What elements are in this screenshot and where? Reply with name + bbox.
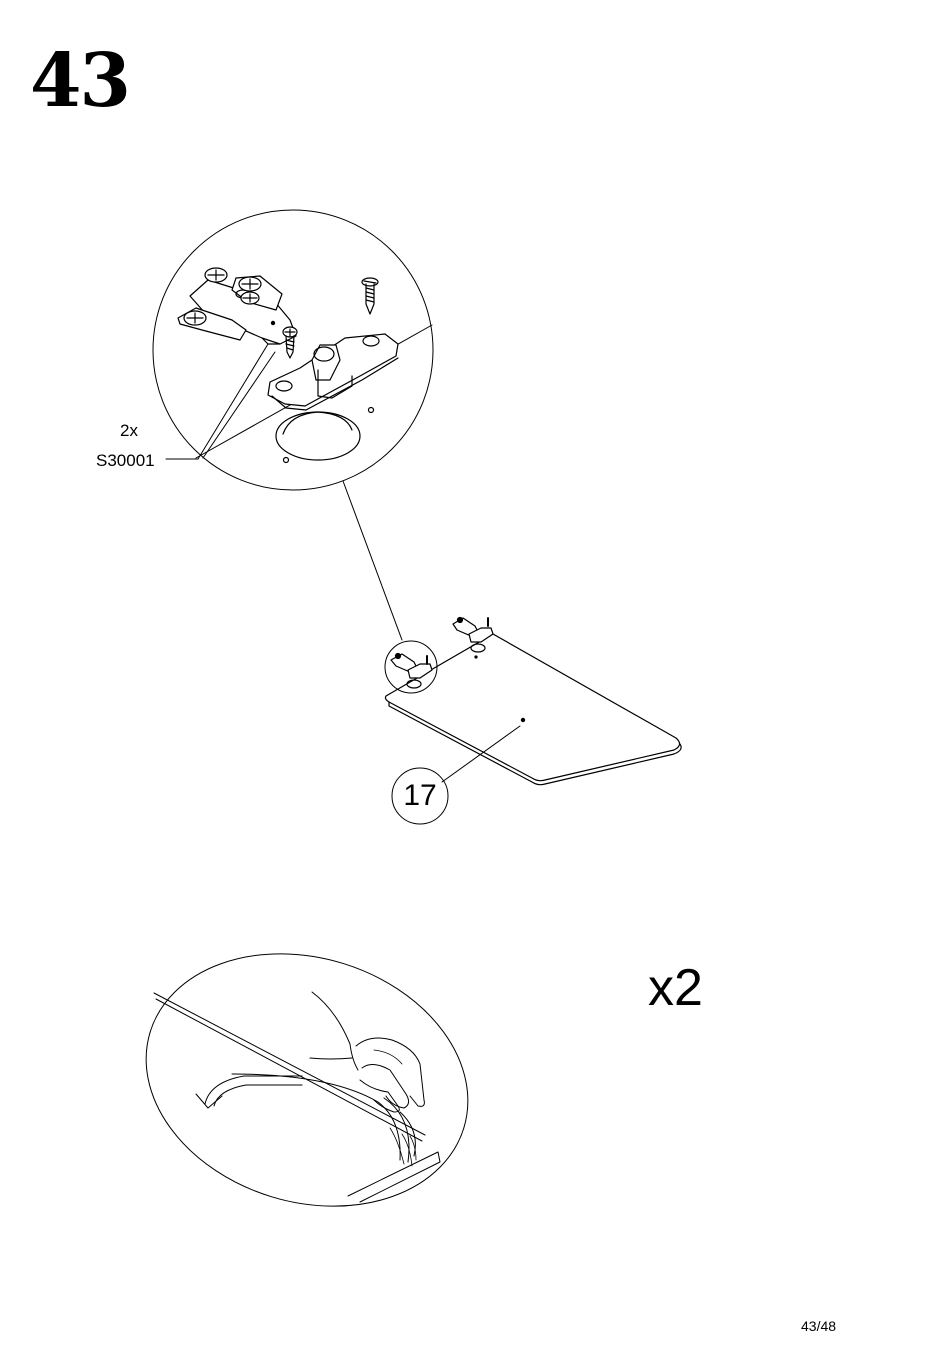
hand-peel-film-icon: [310, 992, 424, 1112]
hinge-screw-3: [184, 311, 206, 325]
peel-film-ellipse: [114, 915, 499, 1244]
step-number: 43: [30, 44, 129, 118]
hinge-screw-1: [205, 268, 227, 282]
door-panel: [385, 634, 681, 785]
loose-screw: [362, 278, 378, 314]
hinge-screw-4: [241, 292, 259, 304]
curved-arrow-icon: [196, 1076, 302, 1108]
hinge-arm: [178, 276, 296, 344]
part-code-label: S30001: [96, 451, 155, 471]
quantity-label: 2x: [120, 421, 138, 441]
hinge-screw-2: [239, 277, 261, 291]
hinge-screw-5: [283, 327, 297, 358]
hinge-cup-hole: [276, 408, 374, 463]
repeat-count-label: x2: [648, 962, 703, 1014]
page-counter: 43/48: [801, 1318, 836, 1334]
hinge-mounting-plate: [268, 334, 398, 410]
detail-zoom-circle: [153, 210, 433, 640]
part-number-label: 17: [392, 768, 448, 824]
